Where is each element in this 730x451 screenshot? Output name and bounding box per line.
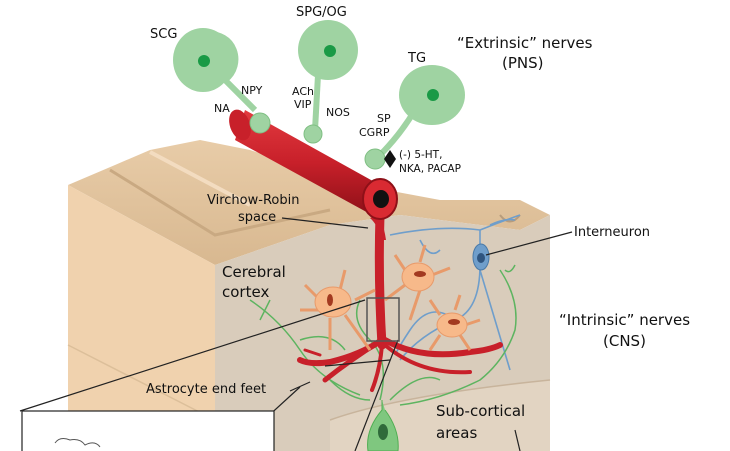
label-npy: NPY: [241, 84, 263, 97]
label-inhibitory-line1: (-) 5-HT,: [399, 149, 442, 161]
label-subcortical-line2: areas: [436, 424, 477, 442]
label-na: NA: [214, 102, 230, 115]
surface-artery: [229, 109, 398, 240]
ganglion-spg: [298, 20, 358, 144]
label-extrinsic-line2: (PNS): [502, 54, 544, 72]
subcortical-neuron: [367, 400, 399, 451]
label-virchow-line2: space: [238, 210, 276, 225]
interneuron-cell: [472, 243, 490, 271]
tissue-groove: [109, 168, 331, 237]
label-sp: SP: [377, 112, 391, 125]
ganglion-scg: [173, 28, 271, 134]
label-cerebral-cortex-line2: cortex: [222, 283, 269, 301]
label-intrinsic-line1: “Intrinsic” nerves: [559, 311, 690, 329]
label-extrinsic-line1: “Extrinsic” nerves: [457, 34, 593, 52]
magnification-box: [366, 297, 400, 342]
label-vip: VIP: [294, 98, 312, 111]
astrocyte: [300, 269, 376, 351]
astrocyte: [428, 294, 481, 351]
label-virchow-line1: Virchow-Robin: [207, 193, 299, 208]
label-cgrp: CGRP: [359, 126, 390, 139]
label-astrocyte-end-feet: Astrocyte end feet: [146, 382, 266, 397]
inset-panel: [21, 410, 275, 451]
label-inhibitory-line2: NKA, PACAP: [399, 163, 461, 175]
astrocyte: [384, 244, 451, 321]
label-nos: NOS: [326, 106, 350, 119]
tissue-left-face: [68, 185, 215, 451]
label-tg: TG: [407, 51, 426, 66]
intrinsic-nerve-fibers: [249, 264, 517, 406]
astrocytes: [300, 244, 481, 351]
label-intrinsic-line2: (CNS): [603, 332, 646, 350]
label-interneuron: Interneuron: [574, 225, 650, 240]
label-spg-og: SPG/OG: [296, 5, 347, 20]
label-subcortical-line1: Sub-cortical: [436, 402, 525, 420]
label-ach: ACh: [292, 85, 314, 98]
label-cerebral-cortex-line1: Cerebral: [222, 263, 286, 281]
ganglion-tg: [364, 65, 465, 170]
inhibitory-modulation-diamond: [384, 150, 396, 168]
label-scg: SCG: [150, 27, 177, 42]
